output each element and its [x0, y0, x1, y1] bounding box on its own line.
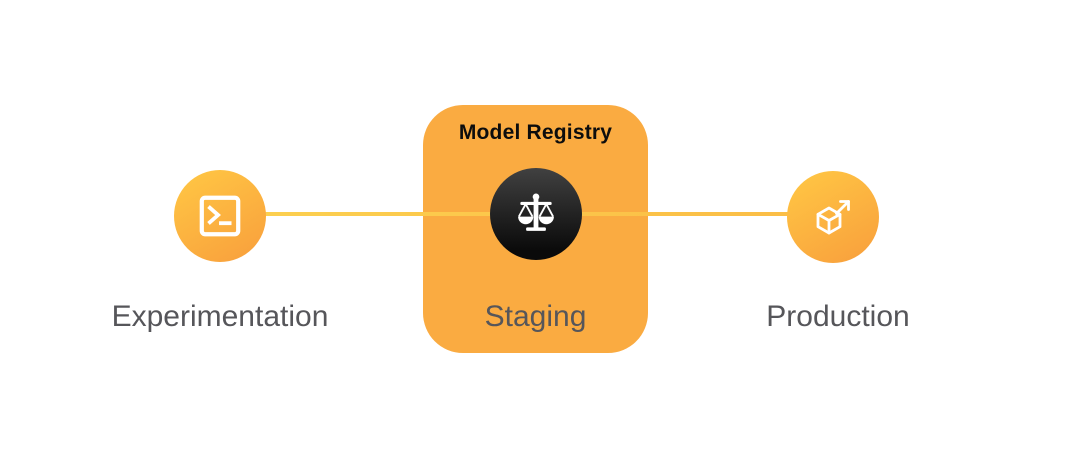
model-registry-title: Model Registry	[458, 121, 613, 144]
scales-icon	[511, 189, 561, 239]
staging-node	[490, 168, 582, 260]
production-node	[787, 171, 879, 263]
stage-label-staging: Staging	[484, 300, 587, 333]
terminal-icon	[197, 193, 243, 239]
experimentation-node	[174, 170, 266, 262]
stage-label-production: Production	[766, 300, 910, 333]
stage-label-experimentation: Experimentation	[111, 300, 329, 333]
cube-arrow-icon	[809, 193, 857, 241]
